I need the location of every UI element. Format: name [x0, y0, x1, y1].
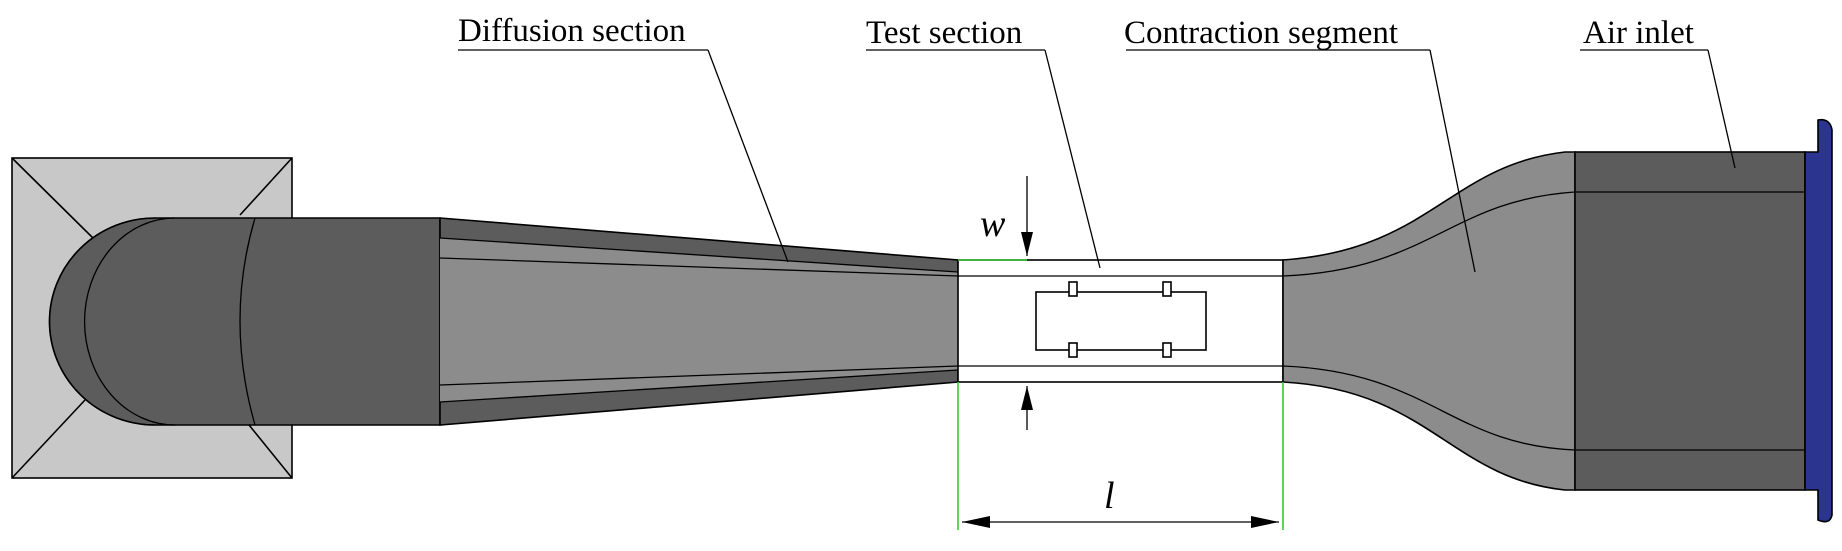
- length-symbol: l: [1104, 475, 1115, 517]
- length-dimension: l: [957, 382, 1284, 530]
- contraction-segment: [1282, 151, 1576, 491]
- window-clamp: [1068, 342, 1078, 358]
- air-inlet-label: Air inlet: [1583, 15, 1694, 51]
- inlet-flange: [1804, 118, 1833, 523]
- window-clamp: [1162, 281, 1172, 297]
- contraction-segment-label: Contraction segment: [1124, 15, 1398, 51]
- width-symbol: w: [980, 203, 1006, 245]
- diffusion-section: [439, 217, 959, 426]
- diffusion-section-label: Diffusion section: [458, 13, 686, 49]
- air-inlet: [1574, 118, 1833, 523]
- window-clamp: [1162, 342, 1172, 358]
- test-window: [1035, 291, 1207, 351]
- width-dimension: w: [958, 176, 1033, 430]
- fan-housing: [48, 217, 441, 426]
- test-section: [957, 259, 1284, 383]
- leader-lines: [458, 49, 1736, 273]
- test-section-label: Test section: [866, 15, 1022, 51]
- window-clamp: [1068, 281, 1078, 297]
